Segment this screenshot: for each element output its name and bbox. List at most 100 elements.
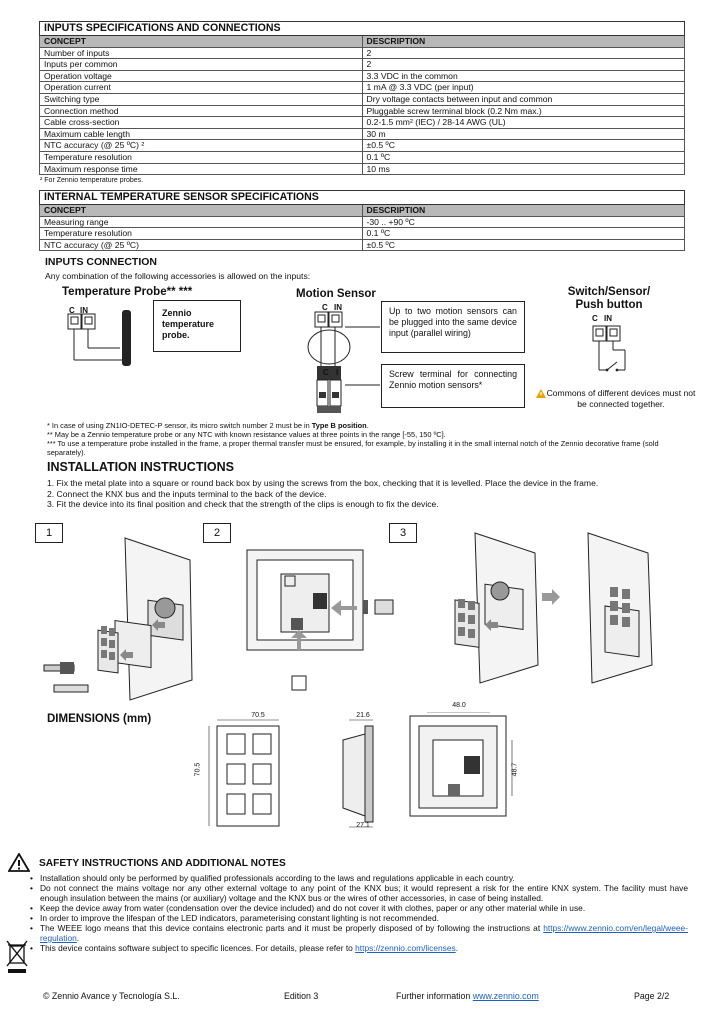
- cell-description: ±0.5 ºC: [361, 139, 685, 152]
- table-title: INPUTS SPECIFICATIONS AND CONNECTIONS: [39, 21, 685, 36]
- cell-concept: Temperature resolution: [39, 227, 363, 240]
- figure-label-3: 3: [389, 523, 417, 543]
- cell-description: 1 mA @ 3.3 VDC (per input): [361, 81, 685, 94]
- side-bottom-label: 27.1: [356, 822, 370, 829]
- safety-item-text: This device contains software subject to…: [40, 943, 356, 953]
- switch-title: Switch/Sensor/ Push button: [567, 286, 651, 311]
- installation-step: 3. Fit the device into its final positio…: [47, 499, 439, 509]
- back-width-label: 48.0: [452, 702, 466, 709]
- safety-item: This device contains software subject to…: [30, 943, 688, 953]
- screw-terminal-i: I: [336, 368, 339, 377]
- footnote: *** To use a temperature probe installed…: [47, 439, 687, 457]
- motion-sensor-note-box: Up to two motion sensors can be plugged …: [381, 301, 525, 353]
- cell-concept: NTC accuracy (@ 25 ºC) ²: [39, 139, 363, 152]
- switch-terminal-in: IN: [604, 314, 612, 323]
- safety-item-text: Keep the device away from water (condens…: [40, 903, 586, 913]
- motion-sensor-diagram: [307, 311, 351, 413]
- cell-description: 0.1 ºC: [361, 227, 685, 240]
- probe-label-box: Zennio temperature probe.: [153, 300, 241, 352]
- footer-edition: Edition 3: [284, 991, 319, 1001]
- cell-concept: Temperature resolution: [39, 150, 363, 164]
- inputs-connection-intro: Any combination of the following accesso…: [45, 271, 311, 281]
- safety-item-link[interactable]: https://www.zennio.com/en/legal/weee-reg…: [40, 923, 688, 943]
- screw-terminal-note-box: Screw terminal for connecting Zennio mot…: [381, 364, 525, 408]
- safety-heading: SAFETY INSTRUCTIONS AND ADDITIONAL NOTES: [39, 858, 286, 869]
- safety-item: Do not connect the mains voltage nor any…: [30, 883, 688, 903]
- inputs-connection-notes: * In case of using ZN1IO-DETEC-P sensor,…: [47, 421, 687, 457]
- cell-description: -30 .. +90 ºC: [361, 215, 685, 229]
- cell-description: ±0.5 ºC: [361, 238, 685, 252]
- column-header-concept: CONCEPT: [39, 35, 363, 48]
- table-title: INTERNAL TEMPERATURE SENSOR SPECIFICATIO…: [39, 190, 685, 205]
- cell-concept: Operation current: [39, 81, 363, 94]
- safety-item-text: The WEEE logo means that this device con…: [40, 923, 544, 933]
- footnote: ** May be a Zennio temperature probe or …: [47, 430, 687, 439]
- table-footnote: ² For Zennio temperature probes.: [40, 177, 144, 184]
- switch-diagram: [592, 325, 626, 372]
- probe-diagram: [67, 310, 131, 366]
- cell-concept: Inputs per common: [39, 58, 363, 71]
- safety-item: Keep the device away from water (condens…: [30, 903, 688, 913]
- safety-warning-icon: [8, 853, 30, 872]
- footnote-text: .: [366, 421, 369, 430]
- installation-step: 2. Connect the KNX bus and the inputs te…: [47, 488, 327, 499]
- side-top-label: 21.6: [356, 712, 370, 719]
- footer-company: © Zennio Avance y Tecnología S.L.: [43, 991, 180, 1001]
- cell-description: Pluggable screw terminal block (0.2 Nm m…: [361, 104, 685, 118]
- cell-concept: Maximum cable length: [39, 127, 363, 141]
- footer-website-link[interactable]: www.zennio.com: [472, 991, 539, 1001]
- probe-terminal-in: IN: [80, 306, 88, 315]
- front-width-label: 70.5: [251, 712, 265, 719]
- installation-steps: 1. Fix the metal plate into a square or …: [47, 478, 707, 510]
- cell-description: Dry voltage contacts between input and c…: [361, 92, 685, 106]
- warning-icon: [536, 389, 546, 398]
- column-header-concept: CONCEPT: [39, 204, 363, 217]
- footnote-text: *** To use a temperature probe installed…: [47, 439, 659, 457]
- cell-description: 2: [361, 58, 685, 71]
- figure-label-2: 2: [203, 523, 231, 543]
- safety-item: In order to improve the lifespan of the …: [30, 913, 688, 923]
- cell-description: 0.2-1.5 mm² (IEC) / 28-14 AWG (UL): [361, 116, 685, 129]
- safety-list: Installation should only be performed by…: [30, 873, 688, 953]
- cell-concept: Number of inputs: [39, 46, 363, 60]
- footer-info: Further information www.zennio.com: [396, 991, 539, 1001]
- back-height-label: 48.7: [511, 762, 519, 777]
- safety-item-text: In order to improve the lifespan of the …: [40, 913, 439, 923]
- probe-terminal-c: C: [69, 306, 75, 315]
- safety-item-text: Do not connect the mains voltage nor any…: [40, 883, 688, 903]
- inputs-connection-heading: INPUTS CONNECTION: [45, 256, 158, 268]
- footer-info-label: Further information: [396, 991, 473, 1001]
- cell-concept: Operation voltage: [39, 69, 363, 83]
- installation-step: 1. Fix the metal plate into a square or …: [47, 478, 599, 488]
- motion-terminal-c: C: [322, 303, 328, 312]
- front-height-label: 70.5: [194, 762, 202, 777]
- safety-item-text: Installation should only be performed by…: [40, 873, 515, 883]
- dimensions-heading: DIMENSIONS (mm): [47, 713, 152, 725]
- callout-lines: [345, 326, 380, 386]
- footer-page: Page 2/2: [634, 991, 670, 1001]
- cell-concept: Connection method: [39, 104, 363, 118]
- safety-item-link[interactable]: https://zennio.com/licenses: [355, 943, 456, 953]
- footnote-text: * In case of using ZN1IO-DETEC-P sensor,…: [47, 421, 312, 430]
- safety-item: The WEEE logo means that this device con…: [30, 923, 688, 943]
- temperature-sensor-table: INTERNAL TEMPERATURE SENSOR SPECIFICATIO…: [39, 190, 685, 252]
- footnote: * In case of using ZN1IO-DETEC-P sensor,…: [47, 421, 687, 430]
- cell-concept: Switching type: [39, 92, 363, 106]
- cell-concept: Measuring range: [39, 215, 363, 229]
- dimensions-drawings: [208, 712, 513, 828]
- inputs-specifications-table: INPUTS SPECIFICATIONS AND CONNECTIONS CO…: [39, 21, 685, 176]
- column-header-description: DESCRIPTION: [361, 35, 685, 48]
- safety-item: Installation should only be performed by…: [30, 873, 688, 883]
- screw-terminal-c: C: [323, 368, 329, 377]
- cell-description: 30 m: [361, 127, 685, 141]
- motion-terminal-in: IN: [334, 303, 342, 312]
